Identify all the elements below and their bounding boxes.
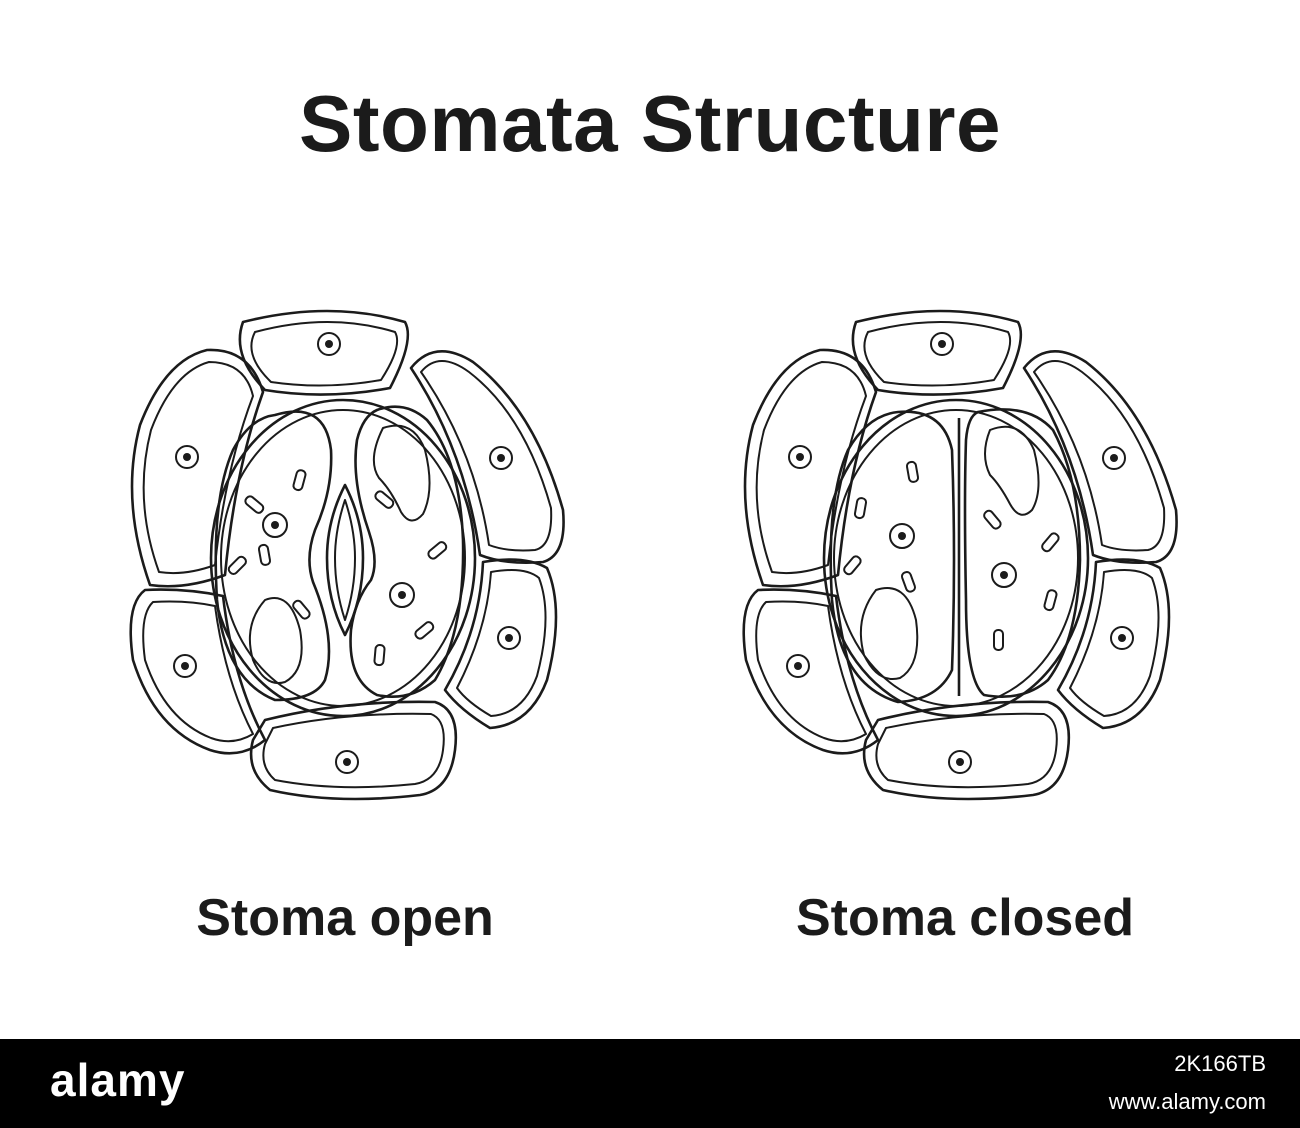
epidermal-cell-upper-left [743,348,878,588]
image-id-label: 2K166TB [1174,1051,1266,1076]
epidermal-cell-top [238,309,410,396]
epidermal-cell-lower-left [129,588,267,755]
stoma-open-diagram [129,309,565,801]
subsidiary-cell-layer [822,398,1090,718]
caption-stoma-closed: Stoma closed [795,889,1135,947]
watermark-footer: alamy 2K166TB www.alamy.com [0,1039,1300,1128]
epidermal-cell-bottom [862,700,1071,801]
epidermal-cell-upper-left [130,348,265,588]
epidermal-cell-lower-right [1056,558,1171,730]
guard-cell-right [963,408,1082,698]
site-url-label: www.alamy.com [1108,1089,1266,1114]
subsidiary-cell-layer [209,398,477,718]
guard-cell-left [829,410,956,704]
epidermal-cell-lower-right [443,558,558,730]
stoma-closed-diagram [742,309,1178,801]
guard-cell-left [214,410,333,702]
epidermal-cell-upper-right [1022,350,1178,564]
caption-stoma-open: Stoma open [196,889,494,947]
epidermal-cell-top [851,309,1023,396]
epidermal-cell-lower-left [742,588,880,755]
stomatal-pore-open [325,483,365,637]
brand-logo: alamy [50,1054,186,1106]
diagram-title: Stomata Structure [299,79,1001,168]
guard-cell-right [349,405,465,698]
epidermal-cell-bottom [249,700,458,801]
epidermal-cell-upper-right [409,350,565,564]
